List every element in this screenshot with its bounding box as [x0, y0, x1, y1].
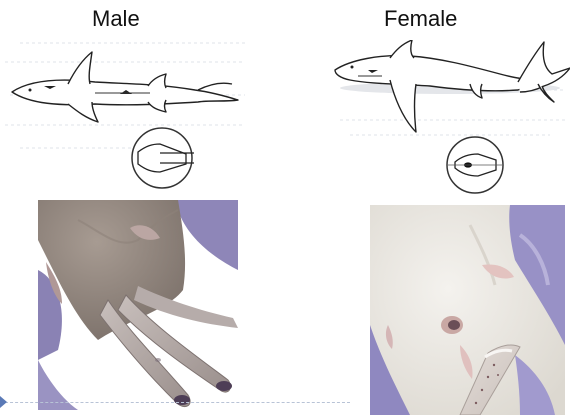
slide-bullet-arrow-icon [0, 396, 7, 408]
female-cloaca-photo [370, 205, 565, 415]
female-shark-diagram [330, 40, 570, 200]
male-shark-diagram [0, 40, 250, 190]
male-label: Male [92, 6, 140, 32]
female-label: Female [384, 6, 457, 32]
male-claspers-photo [38, 200, 238, 410]
slide-bottom-rule [0, 402, 350, 403]
